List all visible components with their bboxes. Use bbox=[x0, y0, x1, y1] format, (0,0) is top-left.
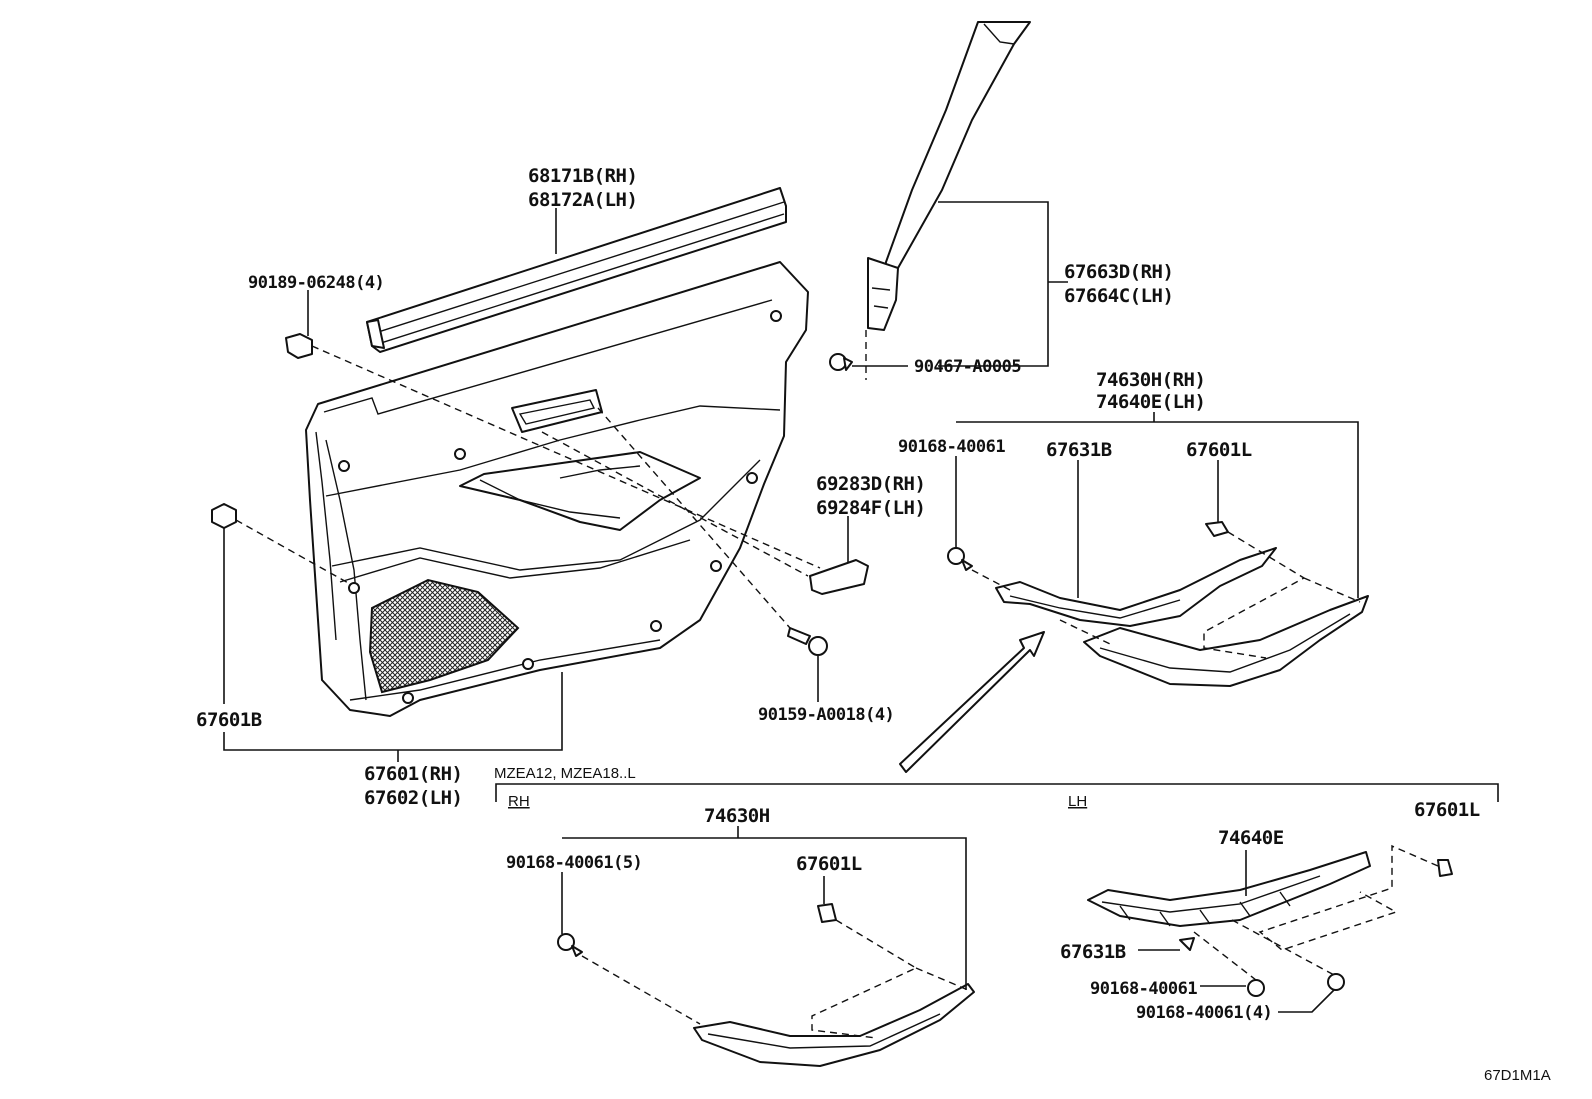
variant-labels: MZEA12, MZEA18..L RH LH 74630H 90168-400… bbox=[494, 765, 1480, 1023]
clip-67601b-part bbox=[211, 503, 237, 529]
label-variant-74640e[interactable]: 74640E bbox=[1218, 827, 1284, 849]
label-74630h-rh[interactable]: 74630H(RH) bbox=[1096, 369, 1206, 391]
clip-90467-part bbox=[829, 353, 853, 371]
label-68171b-rh[interactable]: 68171B(RH) bbox=[528, 165, 638, 187]
label-67631b[interactable]: 67631B bbox=[1046, 439, 1112, 461]
label-67663d-rh[interactable]: 67663D(RH) bbox=[1064, 261, 1174, 283]
label-67601b[interactable]: 67601B bbox=[196, 709, 262, 731]
door-trim-board-part bbox=[305, 261, 809, 717]
label-variant-74630h[interactable]: 74630H bbox=[704, 805, 770, 827]
clip-90189-part bbox=[285, 333, 313, 359]
armrest-assembly-part bbox=[947, 521, 1369, 687]
variant-condition: MZEA12, MZEA18..L bbox=[494, 765, 636, 782]
label-variant-90168-40061-5[interactable]: 90168-40061(5) bbox=[506, 853, 643, 873]
variant-rh-armrest-part bbox=[557, 903, 975, 1067]
variant-lh-heading: LH bbox=[1068, 793, 1087, 810]
label-variant-90168-40061-4[interactable]: 90168-40061(4) bbox=[1136, 1003, 1273, 1023]
label-variant-67631b[interactable]: 67631B bbox=[1060, 941, 1126, 963]
label-variant-90168-40061[interactable]: 90168-40061 bbox=[1090, 979, 1198, 999]
label-67664c-lh[interactable]: 67664C(LH) bbox=[1064, 285, 1174, 307]
pull-handle-part bbox=[809, 559, 869, 595]
label-67601-rh[interactable]: 67601(RH) bbox=[364, 763, 463, 785]
label-variant-lh-67601l[interactable]: 67601L bbox=[1414, 799, 1480, 821]
label-90467-a0005[interactable]: 90467-A0005 bbox=[914, 357, 1022, 377]
label-69283d-rh[interactable]: 69283D(RH) bbox=[816, 473, 926, 495]
window-weatherstrip-part bbox=[366, 187, 787, 353]
part-labels: 68171B(RH) 68172A(LH) 90189-06248(4) 676… bbox=[196, 165, 1252, 809]
figure-code: 67D1M1A bbox=[1484, 1067, 1551, 1084]
leader-lines bbox=[223, 201, 1499, 1013]
label-68172a-lh[interactable]: 68172A(LH) bbox=[528, 189, 638, 211]
label-74640e-lh[interactable]: 74640E(LH) bbox=[1096, 391, 1206, 413]
reference-arrow bbox=[899, 631, 1045, 773]
dashed-guides bbox=[235, 330, 1439, 1039]
label-67602-lh[interactable]: 67602(LH) bbox=[364, 787, 463, 809]
variant-lh-armrest-part bbox=[1087, 851, 1453, 997]
label-90189-06248[interactable]: 90189-06248(4) bbox=[248, 273, 385, 293]
label-90168-40061[interactable]: 90168-40061 bbox=[898, 437, 1006, 457]
label-67601l[interactable]: 67601L bbox=[1186, 439, 1252, 461]
label-90159-a0018[interactable]: 90159-A0018(4) bbox=[758, 705, 895, 725]
variant-rh-heading: RH bbox=[508, 793, 530, 810]
label-variant-rh-67601l[interactable]: 67601L bbox=[796, 853, 862, 875]
label-69284f-lh[interactable]: 69284F(LH) bbox=[816, 497, 926, 519]
front-pillar-garnish-part bbox=[867, 21, 1031, 331]
screw-90159-part bbox=[787, 627, 828, 656]
